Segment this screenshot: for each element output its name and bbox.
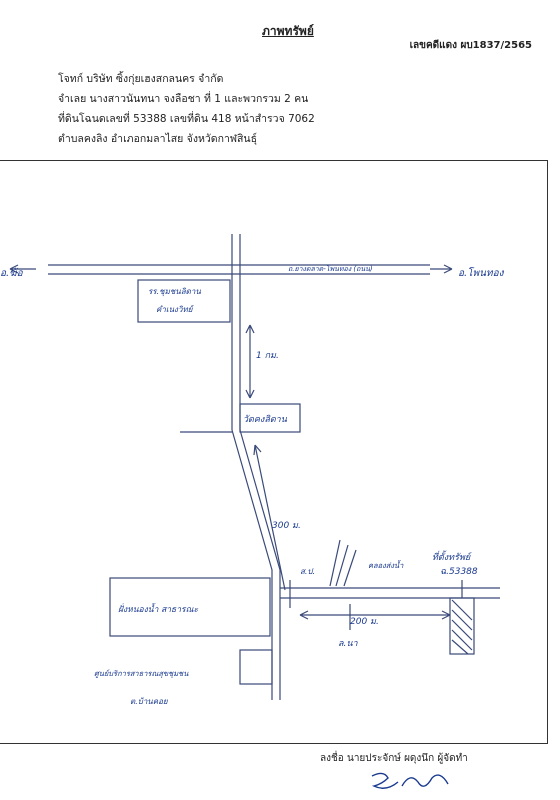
west-arrow-icon	[9, 264, 36, 274]
distance-300m-arrow-icon	[253, 444, 286, 591]
property-hatching	[451, 599, 473, 655]
distance-1km-arrow-icon	[245, 324, 255, 399]
plaintiff-line: โจทก์ บริษัท ซิ้งกุ่ยเฮงสกลนคร จำกัด	[58, 73, 224, 85]
rice-field-label: ล.นา	[338, 639, 359, 649]
location-map: อ.ฆ้อ อ.โพนทอง ถ.ยางตลาด-โพนทอง (ถนน) รร…	[0, 234, 505, 706]
school-label-line2: คำเนงวิทย์	[156, 304, 194, 314]
map-frame	[0, 160, 548, 744]
signature-mark	[371, 772, 449, 789]
east-arrow-icon	[430, 264, 453, 274]
distance-1km-label: 1 กม.	[256, 351, 279, 361]
property-plot	[449, 597, 475, 655]
canal-label: คลองส่งน้ำ	[368, 560, 404, 570]
temple-label: วัดคงลิดาน	[243, 414, 288, 425]
distance-200m-label: 200 ม.	[350, 617, 379, 627]
property-label-line2: ฉ.53388	[440, 567, 478, 577]
west-town-label: อ.ฆ้อ	[0, 267, 24, 279]
school-label-line1: รร.ชุมชนลิดาน	[148, 287, 201, 297]
community-center-label: ศูนย์บริการสาธารณสุขชุมชน	[94, 669, 189, 678]
canal-lines	[329, 539, 357, 587]
signer-line: ลงชื่อ นายประจักษ์ ผดุงนึก ผู้จัดทำ	[320, 753, 468, 764]
page-title: ภาพทรัพย์	[262, 24, 314, 38]
school-box	[137, 279, 231, 323]
property-label-line1: ที่ตั้งทรัพย์	[432, 550, 472, 563]
pond-label: ฝั่งหนองน้ำ สาธารณะ	[118, 603, 198, 615]
distance-300m-label: 300 ม.	[272, 521, 301, 531]
lower-road-right-edge	[239, 429, 281, 700]
location-line: ตำบลคงลิง อำเภอกมลาไสย จังหวัดกาฬสินธุ์	[58, 133, 258, 145]
temple-box	[239, 403, 301, 433]
pond-box	[109, 577, 271, 637]
case-number: เลขคดีแดง ผบ1837/2565	[409, 40, 532, 51]
main-road-label: ถ.ยางตลาด-โพนทอง (ถนน)	[288, 264, 373, 273]
defendant-line: จำเลย นางสาวนันทนา จงลือชา ที่ 1 และพวกร…	[58, 93, 309, 105]
community-center-box	[239, 649, 273, 685]
left-marker-label: ส.ป.	[300, 567, 315, 576]
distance-200m-arrow-icon	[299, 610, 451, 620]
east-town-label: อ.โพนทอง	[458, 267, 505, 279]
village-label: ต.บ้านคอย	[130, 697, 169, 706]
deed-line: ที่ดินโฉนดเลขที่ 53388 เลขที่ดิน 418 หน้…	[58, 113, 315, 125]
